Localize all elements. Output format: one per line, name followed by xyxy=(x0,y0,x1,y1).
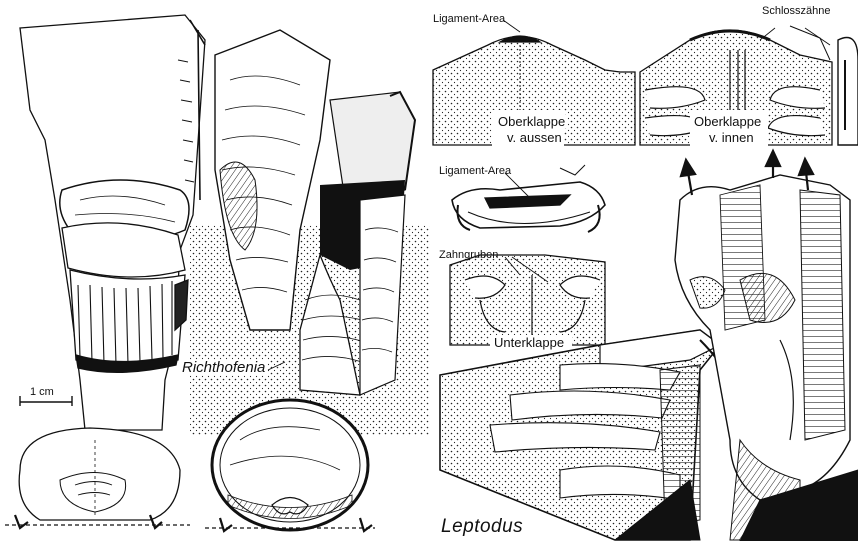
ligament-area-label-mid: Ligament-Area xyxy=(439,166,511,177)
unterklappe-label: Unterklappe xyxy=(492,336,566,349)
oberklappe-innen-subtitle: v. innen xyxy=(707,131,756,144)
ligament-area-label-top: Ligament-Area xyxy=(433,14,505,25)
oberklappe-aussen-title: Oberklappe xyxy=(496,115,567,128)
scale-label: 1 cm xyxy=(30,387,54,398)
schlosszaehne-label: Schlosszähne xyxy=(762,6,831,17)
richthofenia-label: Richthofenia xyxy=(180,360,267,375)
zahngruben-label: Zahngruben xyxy=(439,250,498,261)
richthofenia-side-view xyxy=(20,15,205,430)
oberklappe-aussen-subtitle: v. aussen xyxy=(505,131,564,144)
richthofenia-cross-section-left xyxy=(5,428,190,525)
leptodus-label: Leptodus xyxy=(441,517,523,536)
oberklappe-innen-title: Oberklappe xyxy=(692,115,763,128)
leptodus-slab xyxy=(440,330,730,540)
